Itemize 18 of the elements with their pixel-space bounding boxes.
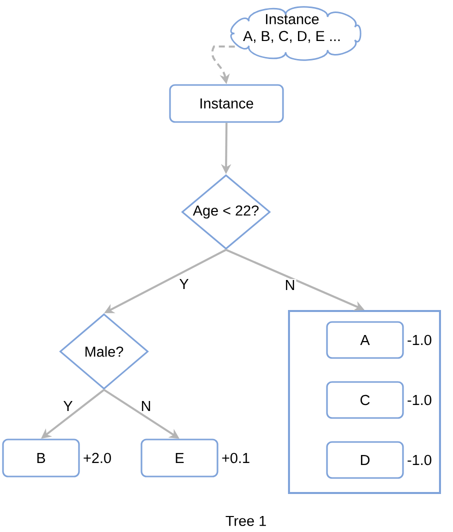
value-label: -1.0 (408, 394, 432, 406)
leaf-box: A (326, 321, 404, 359)
process-box: Instance (169, 84, 284, 123)
value-label: +2.0 (84, 452, 111, 464)
value-label: -1.0 (408, 334, 432, 346)
leaf-box: D (326, 441, 404, 479)
value-label: -1.0 (408, 454, 432, 466)
group-box (288, 310, 441, 494)
leaf-box: C (326, 381, 404, 419)
caption: Tree 1 (226, 516, 266, 526)
edge-label: Y (62, 400, 74, 412)
cloud-bubble: Instance A, B, C, D, E ... (230, 6, 362, 61)
edge-label: N (140, 400, 152, 412)
leaf-box: B (2, 438, 80, 478)
value-label: +0.1 (222, 452, 250, 464)
edge-label: Y (178, 278, 190, 290)
edge-label: N (284, 279, 296, 291)
leaf-box: E (140, 438, 218, 478)
